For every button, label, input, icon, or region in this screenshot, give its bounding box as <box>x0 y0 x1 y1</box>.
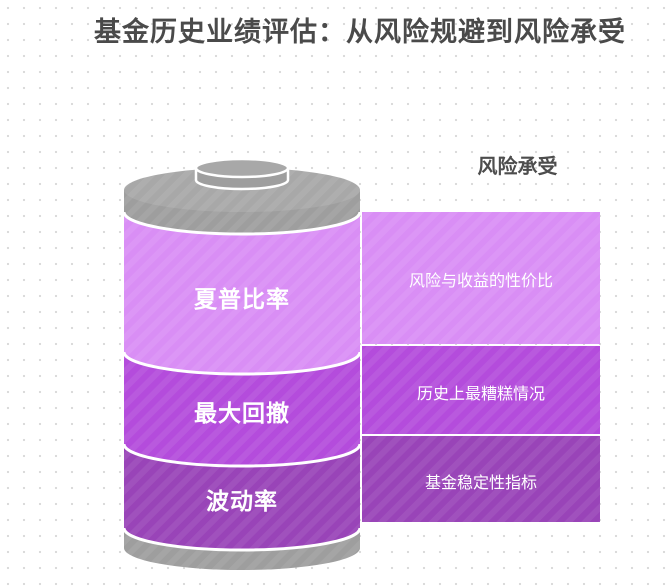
description-text-volatility: 基金稳定性指标 <box>424 473 537 492</box>
description-text-drawdown: 历史上最糟糕情况 <box>416 384 545 403</box>
segment-label-volatility: 波动率 <box>206 489 278 515</box>
battery-terminal <box>194 157 290 191</box>
description-box-1 <box>362 212 600 344</box>
battery-segment-3 <box>122 444 362 552</box>
segment-label-sharpe: 夏普比率 <box>194 287 290 313</box>
page-title: 基金历史业绩评估：从风险规避到风险承受 <box>94 17 626 48</box>
description-box-2 <box>362 346 600 434</box>
description-box-3 <box>362 436 600 522</box>
segment-label-drawdown: 最大回撤 <box>194 401 290 427</box>
description-text-sharpe: 风险与收益的性价比 <box>408 271 553 290</box>
side-heading: 风险承受 <box>477 154 558 178</box>
battery-segment-1 <box>122 212 362 376</box>
battery-segment-2 <box>122 352 362 468</box>
